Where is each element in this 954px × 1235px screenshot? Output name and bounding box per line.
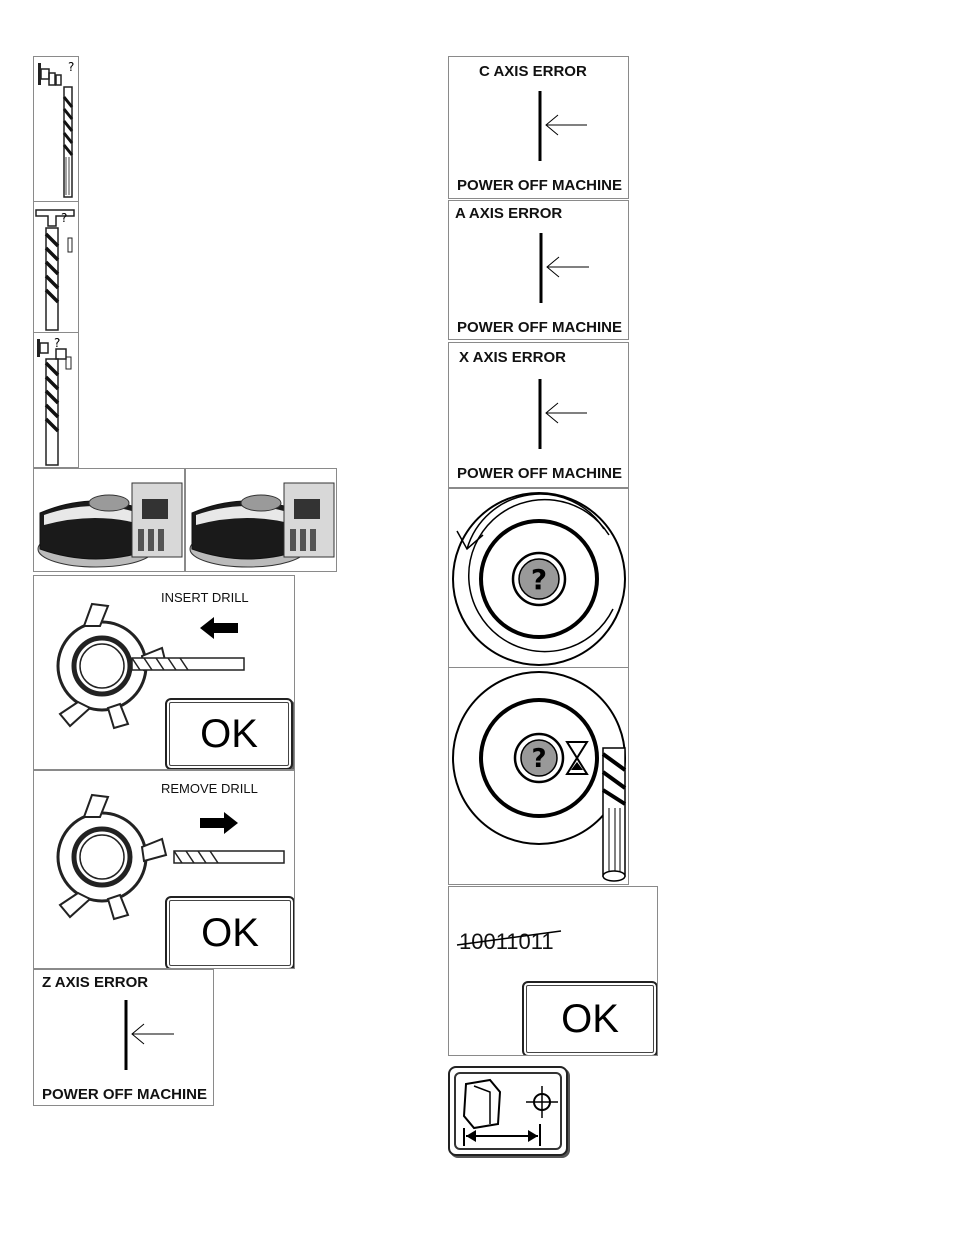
a-axis-indicator-icon [539,233,589,303]
measure-length-button[interactable] [448,1066,568,1156]
rotation-prompt-panel: ? [448,488,629,668]
question-mark-icon: ? [531,563,547,596]
z-axis-error-panel: Z AXIS ERROR POWER OFF MACHINE [33,969,214,1106]
a-axis-error-title: A AXIS ERROR [455,205,563,222]
hourglass-icon [565,741,589,775]
question-mark-icon-2: ? [531,744,546,774]
c-axis-error-panel: C AXIS ERROR POWER OFF MACHINE [448,56,629,199]
insert-drill-ok-button[interactable]: OK [165,698,293,769]
insert-drill-title: INSERT DRILL [161,590,249,605]
chuck-remove-illustration [56,793,285,921]
c-axis-error-title: C AXIS ERROR [479,63,587,80]
drill-bit-icon [601,747,627,882]
a-axis-error-panel: A AXIS ERROR POWER OFF MACHINE [448,200,629,340]
z-axis-error-title: Z AXIS ERROR [42,974,149,991]
rotation-wheel-icon: ? [452,492,626,666]
remove-drill-panel: REMOVE DRILL OK [33,770,295,969]
machine-illustration-2 [189,482,335,568]
left-arrow-icon [200,617,238,639]
x-axis-error-panel: X AXIS ERROR POWER OFF MACHINE [448,342,629,488]
remove-drill-ok-button[interactable]: OK [165,896,294,968]
chuck-insert-illustration [56,602,245,730]
svg-text:?: ? [61,211,67,225]
drill-holder-3-icon: ? [37,336,72,466]
drill-holder-1-icon: ? [38,60,74,198]
code-value: 10011011 [459,929,554,954]
remove-drill-title: REMOVE DRILL [161,781,258,796]
processing-wheel-icon: ? [452,671,627,882]
measure-length-icon [462,1078,558,1146]
drill-holder-screen-2: ? [33,201,79,333]
x-axis-error-title: X AXIS ERROR [459,349,566,366]
processing-prompt-panel: ? [448,667,629,885]
insert-drill-panel: INSERT DRILL OK [33,575,295,770]
a-axis-error-footer: POWER OFF MACHINE [457,319,622,336]
x-axis-indicator-icon [538,379,587,449]
machine-image-2 [185,468,337,572]
drill-holder-screen-3: ? [33,332,79,468]
code-ok-button[interactable]: OK [522,981,657,1055]
c-axis-indicator-icon [538,91,587,161]
x-axis-error-footer: POWER OFF MACHINE [457,465,622,482]
svg-text:?: ? [68,60,74,74]
code-confirm-panel: 10011011 OK [448,886,658,1056]
drill-holder-2-icon: ? [35,209,75,331]
c-axis-error-footer: POWER OFF MACHINE [457,177,622,194]
z-axis-error-footer: POWER OFF MACHINE [42,1086,207,1103]
code-strike-line [456,930,562,946]
z-axis-indicator-icon [124,1000,174,1070]
machine-image-1 [33,468,185,572]
machine-illustration-1 [37,482,183,568]
right-arrow-icon [200,812,238,834]
drill-holder-screen-1: ? [33,56,79,202]
svg-text:?: ? [54,336,60,350]
